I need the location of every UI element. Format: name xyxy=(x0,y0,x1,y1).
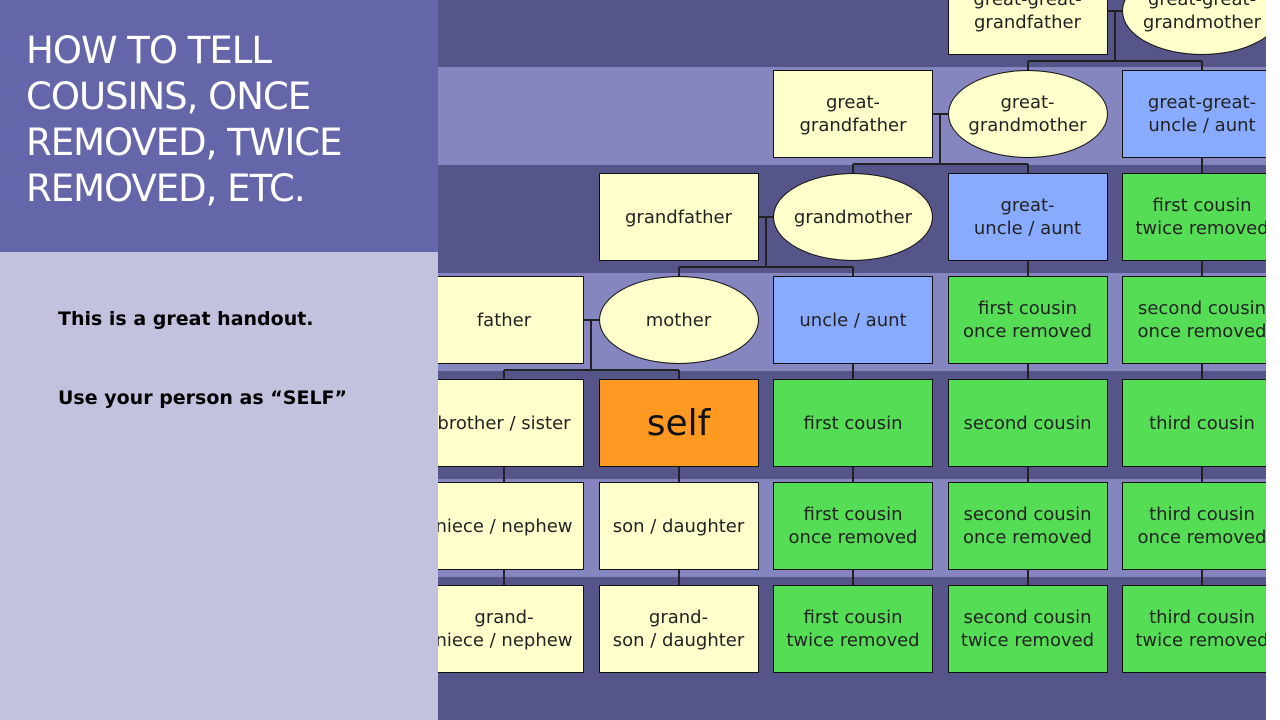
connector-line xyxy=(503,473,505,482)
node-father: father xyxy=(438,276,584,364)
node-self: self xyxy=(598,379,759,467)
node-gm: grandmother xyxy=(773,173,933,261)
connector-line xyxy=(504,369,679,371)
node-ggm: great- grandmother xyxy=(947,70,1108,158)
connector-line xyxy=(852,570,854,576)
connector-line xyxy=(1026,61,1029,70)
connector-line xyxy=(1026,164,1029,173)
connector-line xyxy=(1201,164,1203,173)
connector-line xyxy=(1201,364,1203,370)
node-sibling: brother / sister xyxy=(438,379,584,467)
connector-line xyxy=(1201,467,1203,473)
connector-line xyxy=(1026,267,1029,276)
node-c1r1-dn: first cousin once removed xyxy=(773,482,933,570)
node-niece: niece / nephew xyxy=(438,482,584,570)
connector-line xyxy=(852,267,854,276)
connector-line xyxy=(1026,364,1029,370)
chart-edge xyxy=(1266,0,1280,720)
node-grandchild: grand- son / daughter xyxy=(598,585,759,673)
node-c2r1-up: second cousin once removed xyxy=(1122,276,1266,364)
node-gf: grandfather xyxy=(598,173,759,261)
node-gggf: great-great- grandfather xyxy=(947,0,1108,55)
connector-line xyxy=(503,570,505,576)
connector-line xyxy=(852,473,854,482)
connector-line xyxy=(1026,576,1029,585)
node-c1r2-up: first cousin twice removed xyxy=(1122,173,1266,261)
connector-line xyxy=(1026,473,1029,482)
node-c1r2-dn: first cousin twice removed xyxy=(773,585,933,673)
connector-line xyxy=(1026,370,1029,379)
connector-line xyxy=(1201,370,1203,379)
node-child: son / daughter xyxy=(598,482,759,570)
node-c1: first cousin xyxy=(773,379,933,467)
connector-line xyxy=(1201,267,1203,276)
connector-line xyxy=(590,320,593,370)
note-self: Use your person as “SELF” xyxy=(58,387,348,409)
connector-line xyxy=(677,467,680,473)
connector-line xyxy=(1201,61,1203,70)
connector-line xyxy=(852,576,854,585)
connector-line xyxy=(1201,576,1203,585)
connector-line xyxy=(677,370,680,379)
connector-line xyxy=(677,473,680,482)
node-c2: second cousin xyxy=(947,379,1108,467)
connector-line xyxy=(939,114,942,164)
slide-title: HOW TO TELL COUSINS, ONCE REMOVED, TWICE… xyxy=(26,29,343,210)
notes-panel xyxy=(0,252,448,720)
family-relationship-chart: great-great- grandfather great-great- gra… xyxy=(438,0,1266,720)
node-mother: mother xyxy=(598,276,759,364)
connector-line xyxy=(1027,60,1202,62)
connector-line xyxy=(677,576,680,585)
connector-line xyxy=(677,570,680,576)
connector-line xyxy=(1026,261,1029,267)
title-panel: HOW TO TELL COUSINS, ONCE REMOVED, TWICE… xyxy=(0,0,438,252)
connector-line xyxy=(503,467,505,473)
connector-line xyxy=(1201,261,1203,267)
node-c2r1-dn: second cousin once removed xyxy=(947,482,1108,570)
node-c3r1-dn: third cousin once removed xyxy=(1122,482,1266,570)
connector-line xyxy=(503,370,505,379)
connector-line xyxy=(503,576,505,585)
note-handout: This is a great handout. xyxy=(58,308,314,330)
connector-line xyxy=(1113,11,1116,61)
connector-line xyxy=(764,217,767,267)
connector-line xyxy=(678,266,853,268)
connector-line xyxy=(677,267,680,276)
connector-line xyxy=(852,364,854,370)
node-ggf: great- grandfather xyxy=(773,70,933,158)
connector-line xyxy=(852,164,854,173)
connector-line xyxy=(852,467,854,473)
connector-line xyxy=(1201,473,1203,482)
connector-line xyxy=(1201,570,1203,576)
node-c2r2-dn: second cousin twice removed xyxy=(947,585,1108,673)
node-gggm: great-great- grandmother xyxy=(1122,0,1266,55)
node-c1r1-up: first cousin once removed xyxy=(947,276,1108,364)
node-uncle: uncle / aunt xyxy=(773,276,933,364)
node-g-uncle: great- uncle / aunt xyxy=(947,173,1108,261)
connector-line xyxy=(1026,467,1029,473)
node-gg-uncle: great-great- uncle / aunt xyxy=(1122,70,1266,158)
connector-line xyxy=(853,163,1028,165)
connector-line xyxy=(852,370,854,379)
connector-line xyxy=(1201,158,1203,164)
node-c3r2-dn: third cousin twice removed xyxy=(1122,585,1266,673)
node-c3: third cousin xyxy=(1122,379,1266,467)
node-grandniece: grand- niece / nephew xyxy=(438,585,584,673)
connector-line xyxy=(1026,570,1029,576)
